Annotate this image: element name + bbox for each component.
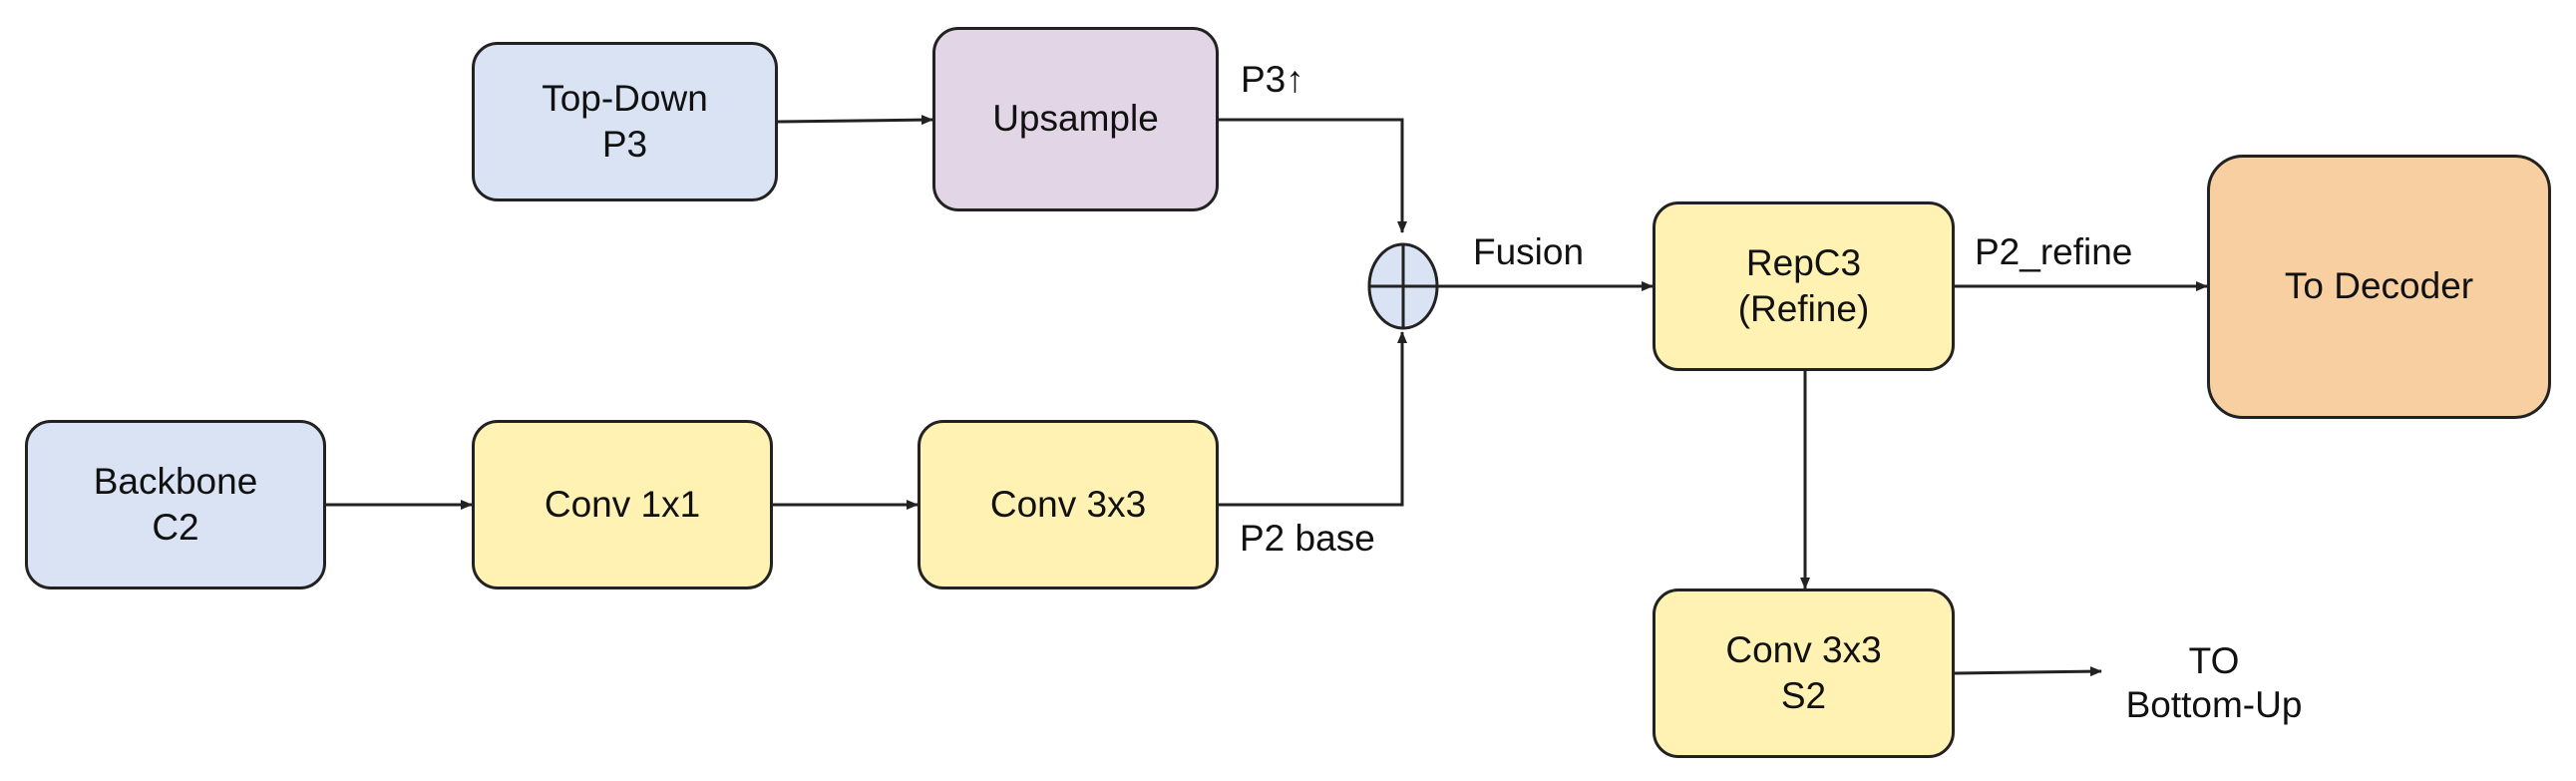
label-p2-base: P2 base: [1240, 518, 1375, 559]
arrow-conv3x3-to-fusion: [1219, 331, 1407, 507]
node-upsample: Upsample: [932, 27, 1219, 211]
node-to-decoder: To Decoder: [2207, 155, 2551, 419]
fusion-add-icon: [1367, 242, 1439, 330]
label-to-bottom-up: TO Bottom-Up: [2125, 640, 2303, 726]
label-p3-up: P3↑: [1241, 59, 1304, 100]
node-conv3x3: Conv 3x3: [918, 420, 1219, 589]
node-topdown-p3: Top-Down P3: [472, 42, 778, 201]
node-backbone-c2: Backbone C2: [25, 420, 326, 589]
node-repc3-refine: RepC3 (Refine): [1653, 201, 1955, 371]
arrow-conv3x3-s2-to-bottom-up: [1954, 666, 2102, 677]
arrow-upsample-to-fusion: [1219, 118, 1407, 233]
label-p2-refine: P2_refine: [1975, 231, 2133, 272]
node-conv3x3-s2: Conv 3x3 S2: [1653, 588, 1955, 758]
arrow-topdown-to-upsample: [777, 115, 933, 126]
node-conv1x1: Conv 1x1: [472, 420, 773, 589]
label-fusion: Fusion: [1473, 231, 1585, 272]
